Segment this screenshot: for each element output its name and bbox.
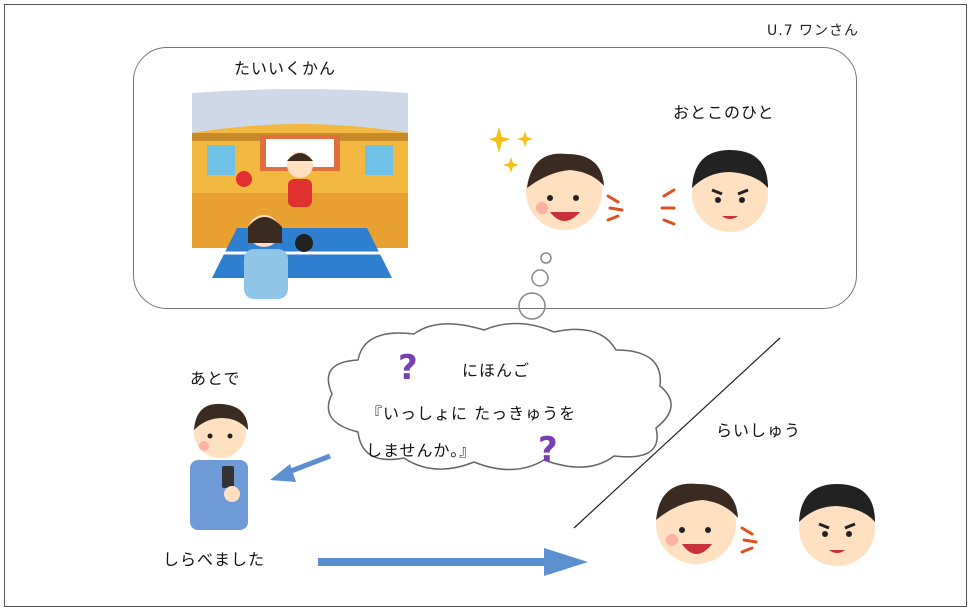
place-label: たいいくかん xyxy=(234,59,337,78)
man-with-smartphone xyxy=(190,403,248,530)
page-border xyxy=(4,4,967,607)
next-week-label: らいしゅう xyxy=(716,421,802,440)
unit-label: U.7 ワンさん xyxy=(767,23,860,39)
invitation-line-1: 『いっしょに たっきゅうを xyxy=(366,404,577,423)
scene-box xyxy=(133,47,857,309)
question-mark-icon: ? xyxy=(398,348,418,388)
sparkle-icon xyxy=(489,127,533,173)
thought-trail xyxy=(518,252,552,320)
smiling-man-face-bottom xyxy=(656,483,758,564)
person-label: おとこのひと xyxy=(673,103,775,122)
invitation-line-2: しませんか。』 xyxy=(366,441,477,460)
researched-label: しらべました xyxy=(163,550,266,569)
question-mark-icon: ? xyxy=(538,430,558,470)
serious-man-face xyxy=(660,150,768,232)
serious-man-face-bottom xyxy=(799,484,875,566)
language-label: にほんご xyxy=(462,361,531,380)
gym-table-tennis-illustration xyxy=(192,89,408,299)
thought-cloud xyxy=(327,322,672,471)
later-label: あとで xyxy=(190,369,241,388)
smiling-man-face xyxy=(526,153,624,230)
